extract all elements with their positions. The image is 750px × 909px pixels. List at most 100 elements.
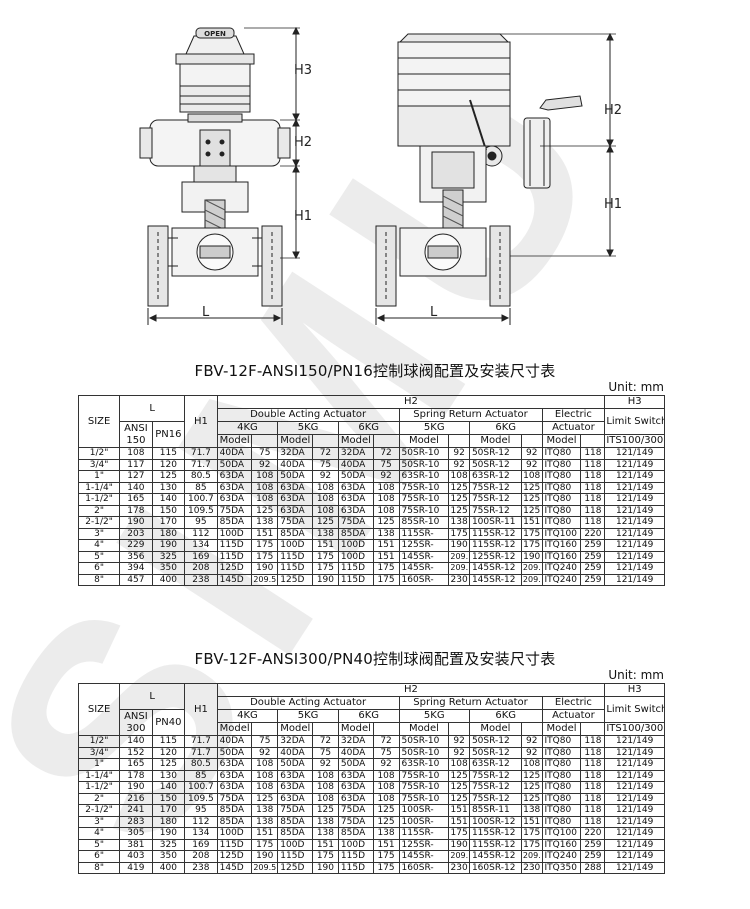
table-cell: 209.: [448, 850, 470, 863]
table-cell: 112: [184, 527, 218, 540]
table-cell: 121/149: [604, 861, 665, 874]
model-header: Model: [216, 434, 253, 448]
table-cell: 115D: [337, 562, 374, 575]
table-cell: 152: [119, 746, 153, 759]
table-cell: 241: [119, 804, 153, 817]
table-cell: 203: [119, 527, 153, 540]
table-cell: 125: [251, 504, 279, 517]
table-cell: 121/149: [604, 493, 665, 506]
size-cell: 3": [77, 527, 121, 540]
table-cell: 115SR-12: [468, 539, 522, 552]
table-cell: 63DA: [337, 769, 374, 782]
table-cell: 115D: [277, 850, 313, 863]
table-cell: 108: [311, 481, 339, 494]
h2-header: H2: [216, 395, 606, 409]
table-cell: 118: [580, 781, 606, 794]
table-cell: 125: [311, 804, 339, 817]
table2-header-row-1: SIZE L H1 H2 H3: [77, 683, 665, 736]
table-cell: 169: [184, 550, 218, 563]
l-header: L: [119, 395, 186, 422]
size-cell: 4": [77, 539, 121, 552]
table-cell: 151: [520, 815, 543, 828]
table-cell: 121/149: [604, 804, 665, 817]
table-cell: 160SR-: [398, 573, 450, 586]
double-acting-header: Double Acting Actuator: [216, 408, 400, 422]
table-cell: 85DA: [337, 527, 374, 540]
table-cell: 108: [311, 781, 339, 794]
table-cell: 92: [372, 758, 400, 771]
table-cell: 63SR-12: [468, 758, 522, 771]
table-cell: 125SR-12: [468, 550, 522, 563]
table-cell: 108: [251, 470, 279, 483]
table-cell: 175: [311, 550, 339, 563]
table-cell: 50SR-10: [398, 458, 450, 471]
table-cell: 145SR-12: [468, 562, 522, 575]
its-header: ITS100/300: [604, 722, 665, 736]
table-cell: 121/149: [604, 573, 665, 586]
table-cell: 209.: [520, 850, 543, 863]
table-cell: 125: [151, 470, 186, 483]
table-cell: 118: [580, 735, 606, 748]
table-cell: 75SR-10: [398, 504, 450, 517]
table-cell: 75SR-12: [468, 781, 522, 794]
pn-header: PN16: [151, 421, 186, 448]
size-cell: 1-1/4": [77, 769, 121, 782]
actuator-header: Actuator: [541, 421, 606, 435]
table-cell: 75: [311, 746, 339, 759]
table-cell: 190: [151, 539, 186, 552]
table-cell: 175: [520, 838, 543, 851]
dim-h1-right: H1: [604, 197, 622, 212]
table-cell: ITQ80: [541, 746, 582, 759]
blank-cell: [251, 722, 279, 736]
table-cell: 175: [251, 550, 279, 563]
table-cell: 121/149: [604, 458, 665, 471]
table-cell: ITQ240: [541, 562, 582, 575]
table-cell: 50SR-10: [398, 735, 450, 748]
table-cell: 118: [580, 458, 606, 471]
size-cell: 5": [77, 550, 121, 563]
dim-l-left: L: [202, 305, 210, 320]
table-cell: 115D: [337, 573, 374, 586]
table-cell: 108: [251, 758, 279, 771]
table-cell: ITQ80: [541, 735, 582, 748]
da-5kg-header: 5KG: [277, 421, 339, 435]
table-cell: 75SR-10: [398, 792, 450, 805]
table-cell: ITQ160: [541, 838, 582, 851]
table-cell: 356: [119, 550, 153, 563]
table-cell: 40DA: [277, 458, 313, 471]
ansi-label: ANSI: [124, 422, 148, 434]
table-cell: 71.7: [184, 458, 218, 471]
table-cell: 151: [251, 527, 279, 540]
ansi-class: 150: [126, 434, 146, 446]
model-header: Model: [468, 434, 522, 448]
table-cell: 138: [520, 804, 543, 817]
table-cell: 85: [184, 769, 218, 782]
table-cell: 115D: [216, 550, 253, 563]
table-cell: 457: [119, 573, 153, 586]
table-cell: 209.: [520, 573, 543, 586]
table2-header-row-4: Model Model Model Model Model Model ITS1…: [79, 722, 665, 736]
table-cell: 108: [251, 769, 279, 782]
table-cell: ITQ80: [541, 470, 582, 483]
size-cell: 8": [77, 573, 121, 586]
table-cell: ITQ80: [541, 504, 582, 517]
size-cell: 2": [77, 504, 121, 517]
table-cell: 40DA: [277, 746, 313, 759]
table-cell: 75SR-12: [468, 769, 522, 782]
table-cell: 134: [184, 539, 218, 552]
table-cell: 140: [151, 493, 186, 506]
dim-h1-left: H1: [294, 209, 312, 224]
table-cell: 175: [372, 861, 400, 874]
table-cell: 63SR-10: [398, 758, 450, 771]
table-cell: 71.7: [184, 746, 218, 759]
table-cell: 100D: [337, 539, 374, 552]
table-cell: 190: [448, 838, 470, 851]
l-header: L: [119, 683, 186, 710]
table-cell: 125: [372, 804, 400, 817]
table-cell: 118: [580, 447, 606, 460]
